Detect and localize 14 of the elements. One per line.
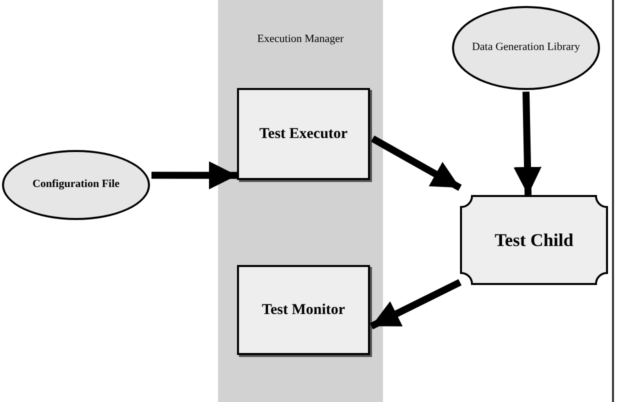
process-box <box>237 88 370 180</box>
node-label: Configuration File <box>32 178 120 192</box>
node-label: Test Monitor <box>262 300 346 320</box>
arrow <box>514 92 542 196</box>
manager-panel <box>218 0 383 402</box>
arrow <box>370 136 462 191</box>
notched-box <box>460 195 608 285</box>
node-label: Data Generation Library <box>472 41 580 55</box>
process-box <box>237 265 370 355</box>
arrow <box>151 161 238 190</box>
panel-title: Execution Manager <box>257 33 344 47</box>
node-label: Test Executor <box>259 124 348 144</box>
arrow <box>370 279 462 330</box>
node-label: Test Child <box>494 228 574 252</box>
